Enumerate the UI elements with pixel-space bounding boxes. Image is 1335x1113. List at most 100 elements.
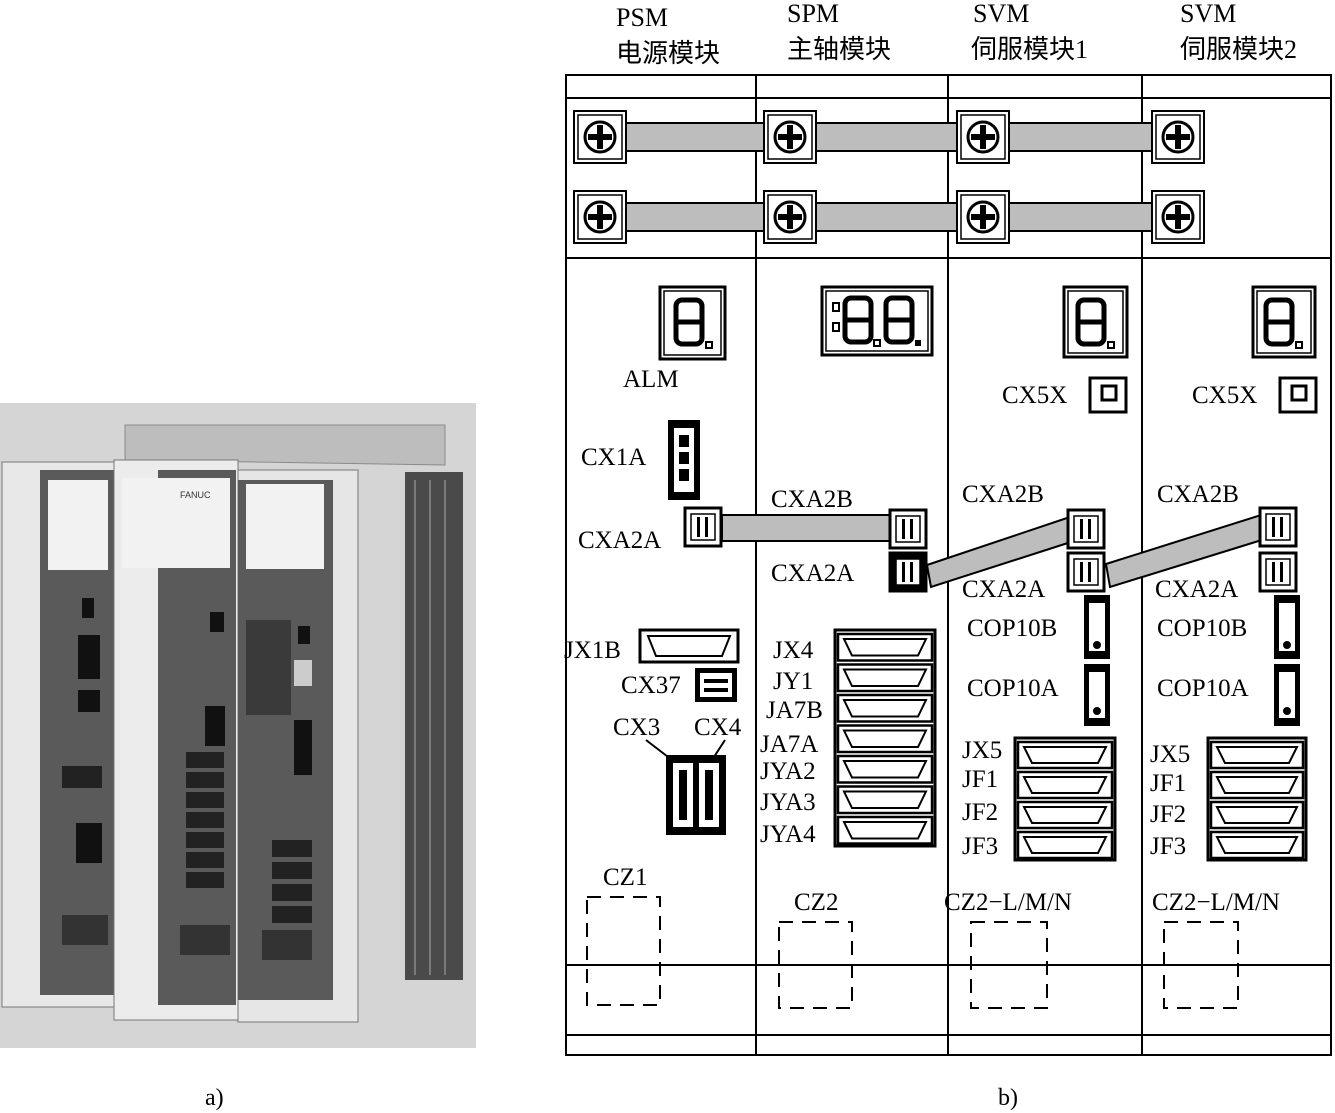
top-plate [124,424,446,466]
spm-jack-label-6: JYA4 [760,821,816,848]
screw-icon [573,190,627,244]
heatsink-fins [414,480,446,975]
psm-jx1b-label: JX1B [564,637,621,664]
svm1-jack-label-3: JF3 [962,833,998,860]
d-sub-connector [1209,740,1305,770]
psm-status-display [658,285,727,361]
svm1-jack-label-0: JX5 [962,737,1002,764]
d-sub-connector [836,785,934,815]
d-sub-connector [1209,830,1305,860]
svm2-name: 伺服模块2 [1180,35,1297,64]
svm1-cop10b-label: COP10B [967,615,1057,642]
screw-icon [573,110,627,164]
d-sub-connector [836,724,934,754]
psm-cx3-cx4-connector [645,739,726,835]
d-sub-connector [836,815,934,845]
spm-jack-label-4: JYA2 [760,758,816,785]
photo-module-1 [1,461,115,1008]
bus-bar-lower [625,202,1161,232]
d-sub-connector [1016,830,1114,860]
psm-cx4-label: CX4 [694,714,742,741]
cxa2-connector-icon [1066,508,1106,550]
svm2-d-sub-connectors [1209,740,1305,860]
psm-name: 电源模块 [616,39,720,68]
spm-d-sub-connectors [836,632,934,845]
photo-brand-label: FANUC [180,490,211,500]
photo-module-2: FANUC [113,459,239,1021]
spm-jack-label-1: JY1 [773,668,813,695]
svm2-cx5x-connector [1278,376,1318,414]
svm2-cop10b-label: COP10B [1157,615,1247,642]
d-sub-connector [1209,800,1305,830]
svm2-cop10b-connector [1274,595,1300,659]
cxa2-connector-icon [888,551,928,593]
screw-icon [763,190,817,244]
svm1-cop10a-connector [1084,664,1110,726]
screw-icon [956,110,1010,164]
svm2-jack-label-3: JF3 [1150,833,1186,860]
svm1-cz-terminal [970,921,1048,1009]
psm-cx1a-label: CX1A [581,444,646,471]
svm1-jack-label-1: JF1 [962,766,998,793]
psm-cz1-label: CZ1 [603,864,647,891]
psm-cx3-label: CX3 [613,714,660,741]
spm-jack-label-3: JA7A [760,731,818,758]
svm2-jack-label-2: JF2 [1150,801,1186,828]
photo-module-3 [237,469,359,1023]
d-sub-connector [1016,770,1114,800]
d-sub-connector [836,632,934,662]
screw-icon [1151,190,1205,244]
screw-icon [1151,110,1205,164]
svm1-cx5x-connector [1088,376,1128,414]
svm1-abbr: SVM [973,0,1029,28]
cxa2-connector-icon [888,508,928,550]
spm-cz2-terminal [778,921,853,1009]
cxa2-connector-icon [1066,551,1106,593]
svm1-status-display [1062,285,1129,359]
dc-bus-bars [625,122,1161,232]
cxa2-connector-icon [1258,551,1298,593]
screw-icon [956,190,1010,244]
cxa2-connector-icon [683,506,723,548]
cxa2-connector-icon [1258,506,1298,548]
caption-b: b) [998,1085,1018,1111]
bus-bar-upper [625,122,1161,152]
psm-abbr: PSM [616,3,668,32]
psm-alm-label: ALM [623,366,679,393]
svm2-cz-terminal [1163,921,1239,1009]
caption-a: a) [205,1085,224,1111]
svm2-status-display [1251,285,1317,359]
svm2-cop10a-connector [1274,664,1300,726]
svm1-name: 伺服模块1 [971,35,1088,64]
svm1-cop10b-connector [1084,595,1110,659]
svm2-cxa2b-label: CXA2B [1157,481,1239,508]
d-sub-connector [1209,770,1305,800]
amplifier-photo: FANUC a) [0,403,476,1111]
psm-cxa2a-label: CXA2A [578,527,661,554]
svm1-cxa2a-label: CXA2A [962,576,1045,603]
psm-cx1a-connector [668,420,700,500]
psm-cx37-label: CX37 [621,672,681,699]
svm1-cxa2b-label: CXA2B [962,481,1044,508]
spm-jack-label-5: JYA3 [760,789,816,816]
spm-cxa2a-label: CXA2A [771,560,854,587]
d-sub-connector [1016,740,1114,770]
spm-cz2-label: CZ2 [794,889,838,916]
d-sub-connector [1016,800,1114,830]
svm1-jack-label-2: JF2 [962,799,998,826]
psm-cz1-terminal [586,896,661,1006]
module-frame [565,74,1332,1056]
terminal-screws [573,110,1205,244]
svm2-jack-label-0: JX5 [1150,741,1190,768]
svm1-cz-label: CZ2−L/M/N [944,889,1072,916]
cable-psm-to-spm [721,514,893,542]
cxa2-connectors [683,506,1298,593]
psm-jx1b-connector [638,628,740,664]
spm-status-display [820,285,934,357]
svm2-cxa2a-label: CXA2A [1155,576,1238,603]
svm1-d-sub-connectors [1016,740,1114,860]
spm-jack-label-0: JX4 [773,637,814,664]
svm1-cop10a-label: COP10A [967,675,1059,702]
d-sub-connector [836,754,934,784]
